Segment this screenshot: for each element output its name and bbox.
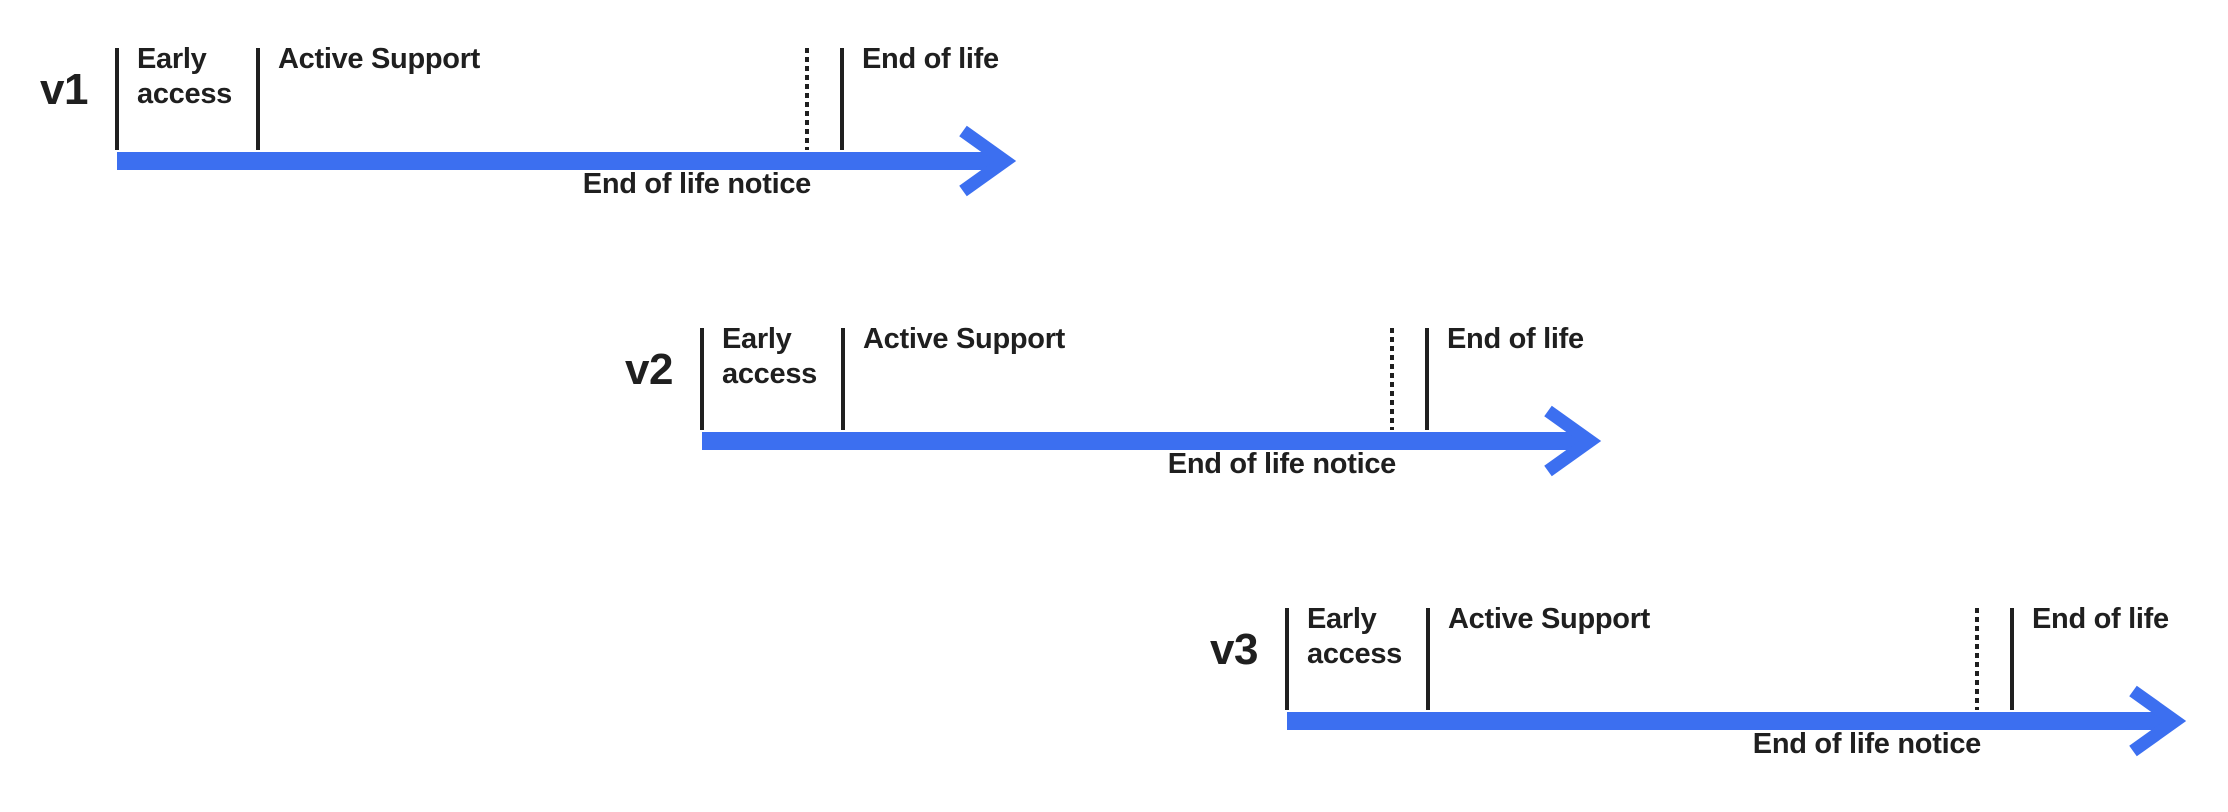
version-label-v2: v2 <box>625 345 673 394</box>
early-access-start-tick <box>115 48 119 150</box>
eol-notice-dashed-tick <box>1390 328 1394 430</box>
timeline-v2: v2 Early access Active Support End of li… <box>625 323 1712 518</box>
eol-notice-dashed-tick <box>1975 608 1979 710</box>
active-support-start-tick <box>1426 608 1430 710</box>
early-access-label: Early access <box>137 43 232 111</box>
end-of-life-label: End of life <box>1447 323 1584 355</box>
early-access-start-tick <box>1285 608 1289 710</box>
early-access-label: Early access <box>1307 603 1402 671</box>
active-support-start-tick <box>256 48 260 150</box>
active-support-start-tick <box>841 328 845 430</box>
timeline-arrow-icon <box>117 125 1017 197</box>
eol-notice-label: End of life notice <box>582 168 812 200</box>
timeline-v1: v1 Early access Active Support End of li… <box>40 43 1127 238</box>
version-label-v3: v3 <box>1210 625 1258 674</box>
timeline-v3: v3 Early access Active Support End of li… <box>1210 603 2228 798</box>
end-of-life-tick <box>2010 608 2014 710</box>
version-label-v1: v1 <box>40 65 88 114</box>
end-of-life-label: End of life <box>862 43 999 75</box>
eol-notice-label: End of life notice <box>1167 448 1397 480</box>
timeline-arrow-icon <box>702 405 1602 477</box>
eol-notice-dashed-tick <box>805 48 809 150</box>
early-access-label: Early access <box>722 323 817 391</box>
end-of-life-tick <box>1425 328 1429 430</box>
active-support-label: Active Support <box>1448 603 1651 635</box>
active-support-label: Active Support <box>863 323 1066 355</box>
timeline-arrow-icon <box>1287 685 2187 757</box>
end-of-life-tick <box>840 48 844 150</box>
early-access-start-tick <box>700 328 704 430</box>
eol-notice-label: End of life notice <box>1752 728 1982 760</box>
active-support-label: Active Support <box>278 43 481 75</box>
end-of-life-label: End of life <box>2032 603 2169 635</box>
